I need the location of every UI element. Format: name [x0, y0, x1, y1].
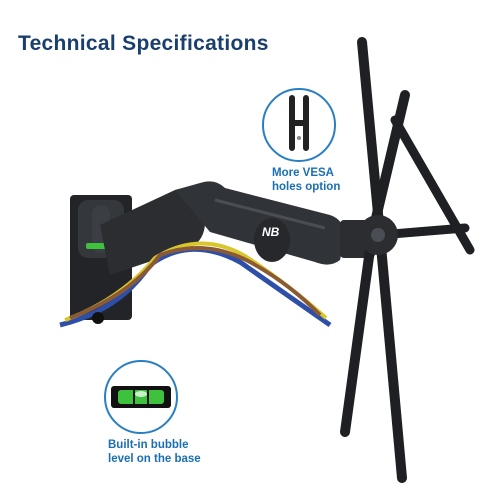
cable-brown: [69, 245, 322, 320]
page-title: Technical Specifications: [18, 32, 269, 55]
bubble-level-circle: [104, 360, 178, 434]
bubble-level-strip: [86, 243, 108, 249]
vesa-caption-line1: More VESA: [272, 167, 334, 179]
vesa-caption-line2: holes option: [272, 181, 341, 193]
bubble-level-icon: [111, 386, 171, 408]
level-caption-line2: level on the base: [108, 453, 201, 465]
vesa-holes-icon: [289, 95, 309, 151]
vesa-detail-circle: [262, 88, 336, 162]
vesa-bracket: [340, 37, 475, 483]
level-caption-line1: Built-in bubble: [108, 439, 189, 451]
lower-arm: [100, 188, 205, 275]
logo-badge: NB: [262, 225, 280, 239]
